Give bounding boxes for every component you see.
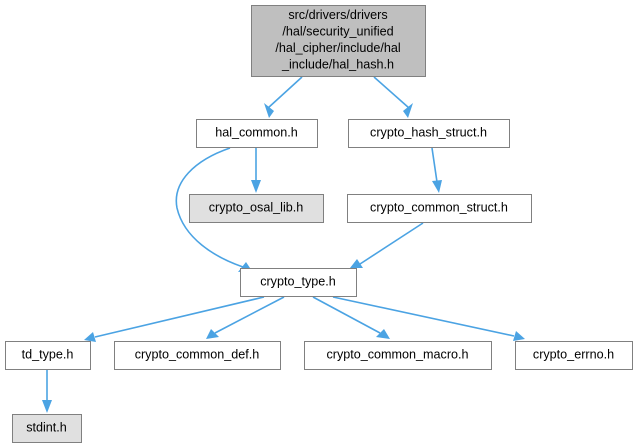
stdint-node-label: stdint.h — [26, 420, 67, 434]
crypto-osal-lib-node-box[interactable] — [189, 194, 324, 223]
edge-root-to-hal-common-arrowhead-icon — [264, 103, 274, 118]
hal_hash-root-node[interactable]: src/drivers/drivers/hal/security_unified… — [251, 5, 426, 77]
edge-td-type-to-stdint-arrowhead-icon — [42, 400, 52, 413]
crypto-type-node-label: crypto_type.h — [260, 274, 336, 288]
td-type-node[interactable]: td_type.h — [5, 341, 91, 370]
hal_hash-root-node-box[interactable] — [251, 5, 426, 77]
edge-crypto-type-to-crypto-common-def-arrowhead-icon — [206, 329, 219, 339]
crypto-errno-node-box[interactable] — [515, 341, 633, 370]
crypto-hash-struct-node[interactable]: crypto_hash_struct.h — [348, 119, 510, 148]
edge-root-to-hal-common — [264, 76, 303, 118]
td-type-node-box[interactable] — [5, 341, 91, 370]
edge-crypto-common-struct-to-crypto-type-arrowhead-icon — [350, 259, 363, 268]
hal-common-node[interactable]: hal_common.h — [196, 119, 318, 148]
edge-crypto-type-to-td-type — [84, 296, 265, 342]
edge-root-to-crypto-hash-struct-line — [373, 76, 410, 109]
edge-crypto-type-to-crypto-common-macro-arrowhead-icon — [376, 329, 390, 339]
edge-crypto-common-struct-to-crypto-type — [350, 222, 424, 268]
crypto-common-macro-node[interactable]: crypto_common_macro.h — [304, 341, 492, 370]
edge-crypto-type-to-crypto-common-def-line — [214, 296, 285, 334]
hal_hash-root-node-label: src/drivers/drivers — [288, 8, 387, 22]
edge-hal-common-to-crypto-type-line — [175, 147, 244, 268]
edge-crypto-hash-struct-to-crypto-common-struct-arrowhead-icon — [432, 180, 442, 193]
edge-crypto-type-to-crypto-errno-arrowhead-icon — [513, 331, 525, 341]
stdint-node[interactable]: stdint.h — [12, 414, 82, 443]
crypto-osal-lib-node[interactable]: crypto_osal_lib.h — [189, 194, 324, 223]
edge-crypto-common-struct-to-crypto-type-line — [359, 222, 424, 265]
edge-root-to-crypto-hash-struct-arrowhead-icon — [403, 103, 413, 118]
td-type-node-label: td_type.h — [22, 347, 74, 361]
edges-layer — [42, 76, 525, 413]
stdint-node-box[interactable] — [12, 414, 82, 443]
hal_hash-root-node-label: _include/hal_hash.h — [281, 58, 394, 72]
crypto-common-def-node-box[interactable] — [114, 341, 281, 370]
crypto-osal-lib-node-label: crypto_osal_lib.h — [209, 200, 304, 214]
hal_hash-root-node-label: /hal/security_unified — [282, 25, 393, 39]
crypto-common-def-node[interactable]: crypto_common_def.h — [114, 341, 281, 370]
crypto-hash-struct-node-box[interactable] — [348, 119, 510, 148]
crypto-type-node-box[interactable] — [240, 268, 357, 297]
edge-crypto-type-to-crypto-errno-line — [332, 296, 515, 337]
edge-root-to-hal-common-line — [267, 76, 303, 109]
edge-crypto-type-to-td-type-line — [94, 296, 265, 338]
edge-crypto-type-to-td-type-arrowhead-icon — [84, 332, 96, 342]
crypto-common-macro-node-box[interactable] — [304, 341, 492, 370]
crypto-common-def-node-label: crypto_common_def.h — [135, 347, 260, 361]
crypto-common-macro-node-label: crypto_common_macro.h — [326, 347, 468, 361]
edge-td-type-to-stdint — [42, 370, 52, 413]
crypto-common-struct-node-label: crypto_common_struct.h — [370, 200, 508, 214]
edge-crypto-type-to-crypto-common-def — [206, 296, 285, 339]
hal-common-node-label: hal_common.h — [215, 125, 298, 139]
hal_hash-root-node-label: /hal_cipher/include/hal — [275, 41, 400, 55]
edge-hal-common-to-crypto-osal-lib-arrowhead-icon — [251, 180, 261, 193]
edge-crypto-hash-struct-to-crypto-common-struct-line — [431, 147, 438, 183]
edge-crypto-type-to-crypto-common-macro-line — [312, 296, 381, 334]
edge-crypto-hash-struct-to-crypto-common-struct — [431, 147, 442, 193]
crypto-errno-node-label: crypto_errno.h — [533, 347, 614, 361]
nodes-layer: src/drivers/drivers/hal/security_unified… — [5, 5, 633, 443]
hal-common-node-box[interactable] — [196, 119, 318, 148]
crypto-common-struct-node-box[interactable] — [347, 194, 532, 223]
crypto-common-struct-node[interactable]: crypto_common_struct.h — [347, 194, 532, 223]
crypto-type-node[interactable]: crypto_type.h — [240, 268, 357, 297]
crypto-hash-struct-node-label: crypto_hash_struct.h — [370, 125, 487, 139]
crypto-errno-node[interactable]: crypto_errno.h — [515, 341, 633, 370]
edge-crypto-type-to-crypto-common-macro — [312, 296, 390, 339]
edge-crypto-type-to-crypto-errno — [332, 296, 525, 341]
edge-root-to-crypto-hash-struct — [373, 76, 413, 118]
edge-hal-common-to-crypto-osal-lib — [251, 148, 261, 193]
